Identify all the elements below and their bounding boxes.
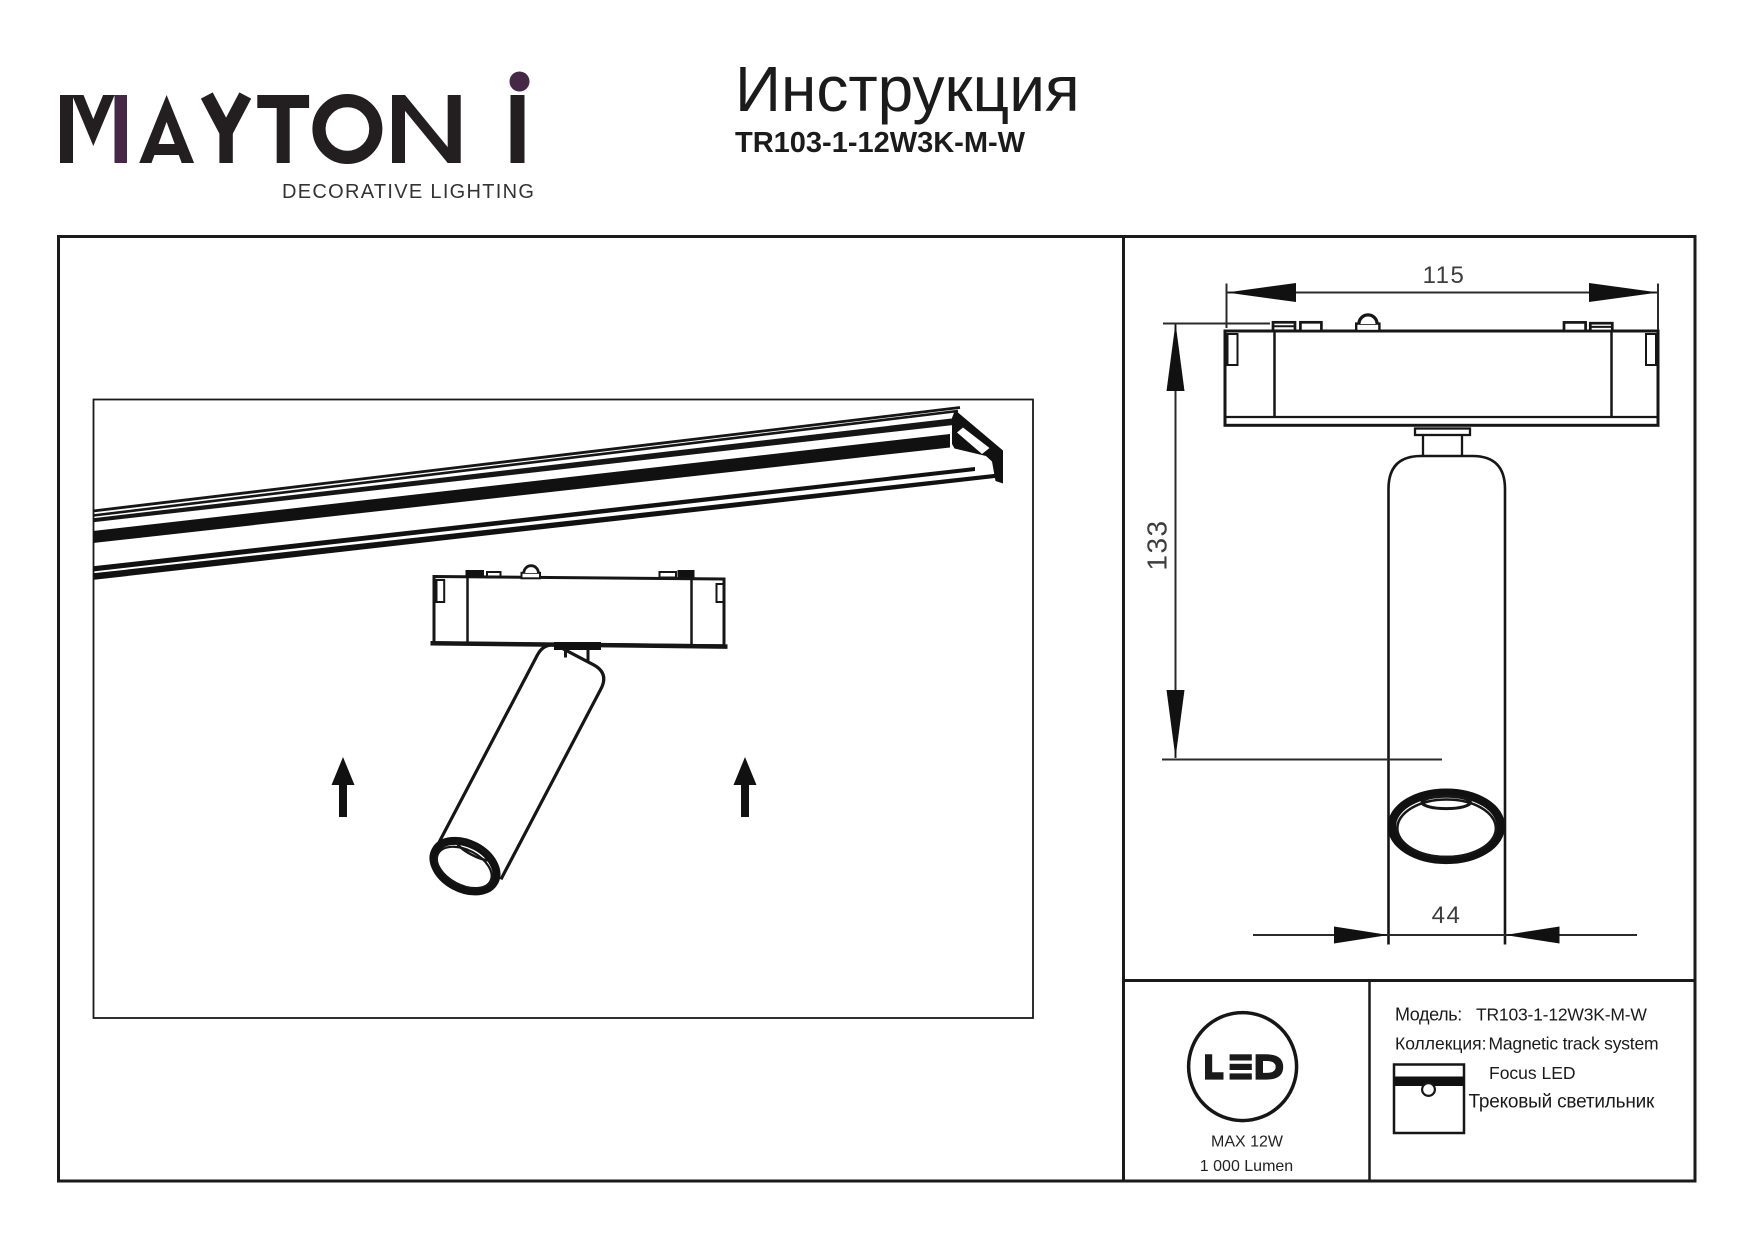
svg-text:TR103-1-12W3K-M-W: TR103-1-12W3K-M-W bbox=[735, 127, 1026, 159]
svg-text:DECORATIVE LIGHTING: DECORATIVE LIGHTING bbox=[282, 181, 535, 203]
svg-text:44: 44 bbox=[1432, 902, 1462, 929]
svg-text:TR103-1-12W3K-M-W: TR103-1-12W3K-M-W bbox=[1476, 1005, 1647, 1025]
svg-text:Модель:: Модель: bbox=[1395, 1005, 1462, 1025]
svg-text:133: 133 bbox=[1142, 519, 1173, 570]
svg-text:Magnetic track system: Magnetic track system bbox=[1489, 1034, 1659, 1054]
svg-text:Трековый светильник: Трековый светильник bbox=[1469, 1092, 1656, 1113]
svg-text:Focus LED: Focus LED bbox=[1489, 1063, 1576, 1083]
svg-text:Инструкция: Инструкция bbox=[735, 53, 1080, 125]
svg-text:Коллекция:: Коллекция: bbox=[1395, 1034, 1487, 1054]
svg-text:1 000 Lumen: 1 000 Lumen bbox=[1200, 1158, 1293, 1175]
svg-text:115: 115 bbox=[1423, 262, 1466, 289]
svg-text:MAX 12W: MAX 12W bbox=[1211, 1134, 1284, 1151]
